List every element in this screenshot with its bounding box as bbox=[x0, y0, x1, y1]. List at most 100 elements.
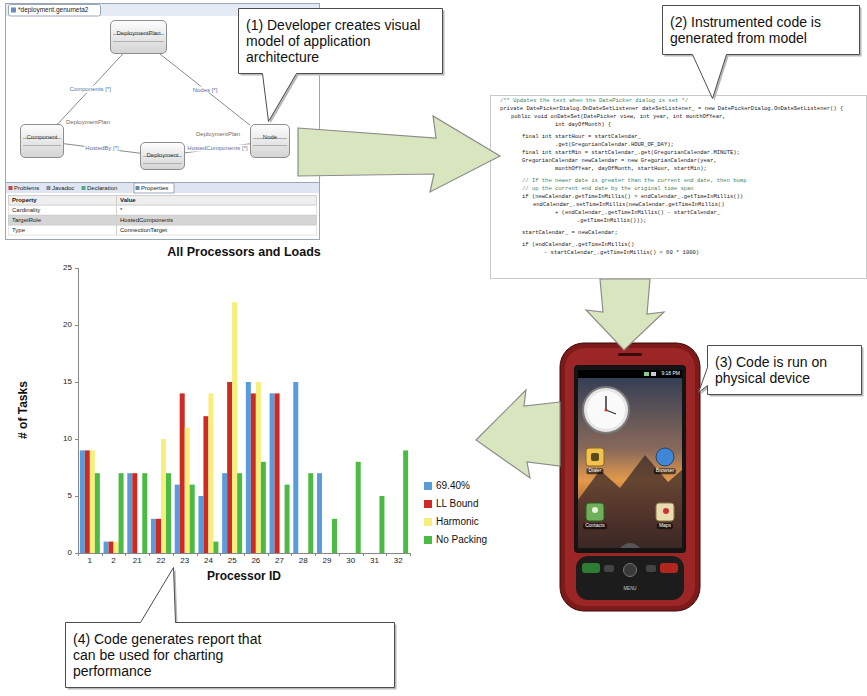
x-tick bbox=[315, 553, 316, 556]
bar bbox=[332, 519, 337, 553]
tab-title: *deployment.genumeta2 bbox=[18, 6, 88, 13]
bar bbox=[132, 473, 137, 553]
table-row bbox=[9, 226, 317, 236]
bar bbox=[237, 473, 242, 553]
app-icon bbox=[656, 503, 674, 521]
app-tray-tab bbox=[620, 543, 640, 548]
y-tick-label: 15 bbox=[63, 377, 72, 386]
callout-box: (2) Instrumented code is generated from … bbox=[662, 5, 860, 55]
callout-shape bbox=[699, 346, 862, 395]
bar bbox=[261, 462, 266, 553]
bar bbox=[109, 542, 114, 553]
properties-panel bbox=[6, 183, 320, 240]
bar bbox=[232, 302, 237, 553]
x-tick-label: 25 bbox=[228, 556, 237, 565]
bar bbox=[213, 542, 218, 553]
y-tick-label: 5 bbox=[68, 491, 72, 500]
clock-center bbox=[605, 409, 608, 412]
code-line: .get(GregorianCalendar.HOUR_OF_DAY); bbox=[555, 142, 674, 148]
callout-text: (4) Code generates report that can be us… bbox=[73, 631, 278, 679]
code-line: private DatePickerDialog.OnDateSetListen… bbox=[500, 106, 843, 112]
x-tick bbox=[78, 553, 79, 556]
edge-label: Nodes [*] bbox=[192, 86, 219, 93]
edge-label: HostedBy [*] bbox=[84, 145, 119, 152]
x-tick bbox=[386, 553, 387, 556]
bar bbox=[161, 439, 166, 553]
x-tick-label: 32 bbox=[394, 556, 403, 565]
x-tick-label: 31 bbox=[370, 556, 379, 565]
view-tab: Properties bbox=[141, 185, 168, 192]
button-pad bbox=[576, 556, 684, 600]
association-line bbox=[58, 54, 123, 124]
wallpaper-hills bbox=[578, 455, 682, 548]
bar bbox=[104, 542, 109, 553]
x-tick-label: 21 bbox=[133, 556, 142, 565]
callout-box: (1) Developer creates visual model of ap… bbox=[238, 8, 443, 74]
bar bbox=[85, 450, 90, 553]
x-tick bbox=[220, 553, 221, 556]
code-line: if (endCalendar_.getTimeInMillis() bbox=[522, 242, 634, 248]
clock-widget bbox=[583, 387, 629, 433]
legend-swatch bbox=[424, 482, 432, 490]
x-tick-label: 23 bbox=[180, 556, 189, 565]
app-icon bbox=[586, 448, 604, 466]
code-line: int dayOfMonth) { bbox=[555, 122, 611, 128]
y-tick-label: 10 bbox=[63, 434, 72, 443]
code-line: startCalendar_ = newCalendar; bbox=[522, 230, 618, 236]
bar bbox=[308, 473, 313, 553]
phone-body bbox=[560, 343, 700, 611]
clock-hand bbox=[605, 396, 607, 410]
y-tick bbox=[75, 382, 78, 383]
file-icon bbox=[11, 8, 16, 13]
table-column-line bbox=[116, 196, 117, 236]
role-label: DeploymentPlan bbox=[66, 118, 110, 125]
association-line bbox=[185, 144, 250, 153]
class-name: DeploymentPlan bbox=[116, 30, 160, 36]
compartment-line bbox=[113, 41, 164, 42]
x-tick-label: 29 bbox=[323, 556, 332, 565]
axis-title: # of Tasks bbox=[17, 381, 31, 439]
app-label: Contacts bbox=[583, 523, 607, 529]
x-tick bbox=[125, 553, 126, 556]
y-tick-label: 25 bbox=[63, 263, 72, 272]
x-tick bbox=[197, 553, 198, 556]
callout-shape bbox=[239, 9, 443, 122]
status-icon bbox=[644, 372, 649, 376]
callout-text: (3) Code is run on physical device bbox=[715, 354, 850, 386]
properties-tab-bar bbox=[6, 183, 319, 193]
code-line: + (endCalendar_.getTimeInMillis() - star… bbox=[555, 210, 720, 216]
x-tick bbox=[291, 553, 292, 556]
status-icon bbox=[651, 372, 656, 376]
bar bbox=[251, 393, 256, 553]
bar bbox=[203, 416, 208, 553]
status-bar bbox=[578, 370, 682, 378]
x-tick bbox=[102, 553, 103, 556]
bar bbox=[95, 473, 100, 553]
flow-arrow bbox=[298, 116, 500, 192]
y-tick bbox=[75, 496, 78, 497]
bar bbox=[356, 462, 361, 553]
code-line: .getTimeInMillis())); bbox=[577, 218, 646, 224]
bar bbox=[156, 519, 161, 553]
bar bbox=[142, 473, 147, 553]
end-button bbox=[660, 563, 678, 573]
table-row-selected bbox=[9, 216, 317, 226]
y-tick-label: 20 bbox=[63, 320, 72, 329]
bar bbox=[114, 542, 119, 553]
bar bbox=[246, 382, 251, 553]
class-box: Component bbox=[20, 124, 64, 158]
code-line: final int startMin = startCalendar_.get(… bbox=[522, 150, 740, 156]
bar bbox=[175, 485, 180, 553]
app-label: Dialer bbox=[586, 468, 603, 474]
x-tick-label: 1 bbox=[88, 556, 92, 565]
bar bbox=[90, 450, 95, 553]
table-cell: Type bbox=[12, 227, 25, 234]
back-button bbox=[646, 565, 656, 572]
tab-icon bbox=[82, 186, 86, 190]
x-tick-label: 26 bbox=[251, 556, 260, 565]
bar bbox=[256, 382, 261, 553]
code-line: endCalendar_.setTimeInMillis(newCalendar… bbox=[533, 202, 724, 208]
compartment-line bbox=[23, 145, 61, 146]
bar bbox=[151, 519, 156, 553]
button-label: MENU bbox=[623, 586, 636, 591]
